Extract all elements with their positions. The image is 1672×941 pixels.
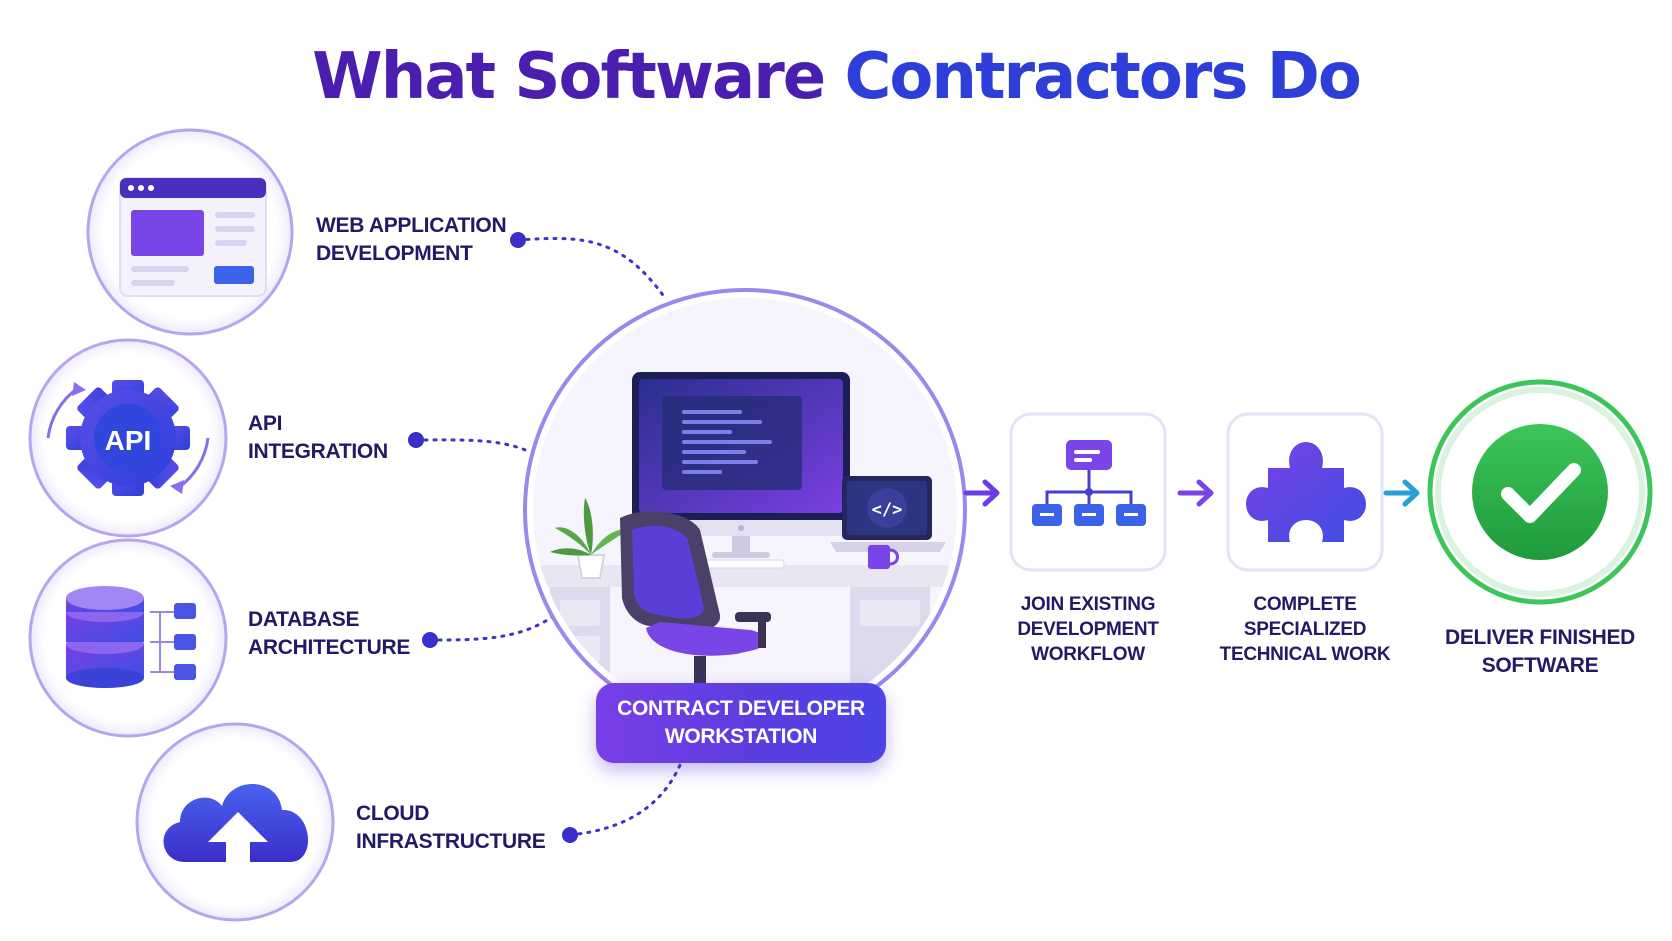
arrow-workstation-to-join: [963, 479, 1000, 507]
workstation-scene: </>: [523, 288, 967, 732]
connector-cloud: [568, 763, 682, 837]
web-browser-icon: [119, 177, 267, 297]
code-brackets-icon: </>: [872, 500, 903, 520]
service-label-web: WEB APPLICATION DEVELOPMENT: [316, 214, 507, 265]
page-title: What Software Contractors Do: [0, 32, 1672, 122]
cloud-upload-icon: [163, 783, 309, 862]
workstation-badge: CONTRACT DEVELOPER WORKSTATION: [596, 683, 886, 763]
connector-dot-api: [408, 432, 424, 448]
title-part-1: What Software: [312, 40, 826, 114]
service-connectors: [414, 236, 682, 837]
step-label-join: JOIN EXISTING DEVELOPMENT WORKFLOW: [1017, 594, 1159, 665]
step-join-workflow: [1009, 412, 1167, 572]
service-label-database: DATABASE ARCHITECTURE: [248, 608, 411, 659]
connector-dot-database: [422, 632, 438, 648]
service-label-cloud: CLOUD INFRASTRUCTURE: [356, 802, 546, 853]
api-gear-icon: API: [46, 380, 210, 496]
connector-dot-cloud: [562, 827, 578, 843]
service-label-api: API INTEGRATION: [248, 412, 388, 463]
service-cloud-infrastructure: [135, 722, 335, 922]
title-part-2: Contractors Do: [844, 40, 1361, 114]
step-complete-work: [1226, 412, 1384, 572]
service-web-application: [86, 128, 294, 336]
arrow-join-to-complete: [1177, 479, 1214, 507]
checkmark-icon: [1472, 424, 1608, 560]
api-icon-text: API: [105, 425, 152, 456]
puzzle-piece-icon: [1246, 442, 1366, 542]
connector-database: [428, 613, 557, 642]
step-label-deliver: DELIVER FINISHED SOFTWARE: [1444, 626, 1636, 677]
org-chart-icon: [1032, 440, 1146, 526]
connector-web: [516, 236, 667, 300]
arrow-complete-to-deliver: [1383, 479, 1420, 507]
database-icon: [66, 586, 196, 688]
connector-api: [414, 438, 532, 454]
connector-dot-web: [510, 232, 526, 248]
service-api-integration: API: [28, 338, 228, 538]
step-label-complete: COMPLETE SPECIALIZED TECHNICAL WORK: [1219, 594, 1391, 665]
step-deliver-software: [1427, 379, 1653, 605]
service-database-architecture: [28, 538, 228, 738]
flow-arrows: [963, 479, 1420, 507]
